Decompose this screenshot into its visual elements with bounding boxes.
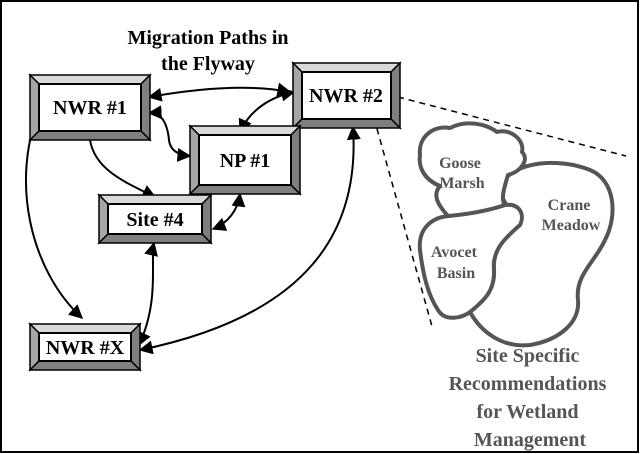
node-nwr1-label: NWR #1	[53, 97, 127, 119]
projection-line-bottom	[373, 117, 434, 331]
node-nwr2	[291, 61, 402, 130]
node-np1	[188, 124, 302, 196]
node-site4-label: Site #4	[126, 209, 183, 231]
box-face	[198, 134, 292, 186]
box-bevel-top	[28, 323, 142, 334]
box-face	[38, 83, 142, 132]
box-bevel-right	[390, 61, 401, 130]
node-nwr1	[28, 73, 152, 142]
node-np1-label: NP #1	[220, 150, 271, 172]
path-np1-site4	[211, 192, 246, 231]
path-nwr2-nwrx	[138, 125, 361, 355]
path-nwr1-site4	[89, 139, 157, 198]
goose-marsh-label: Goose Marsh	[439, 155, 485, 192]
goose-marsh-outline	[417, 121, 527, 218]
box-bevel-left	[29, 73, 40, 142]
node-nwrx-label: NWR #X	[46, 337, 125, 359]
diagram-title-line-1: Migration Paths in	[127, 27, 288, 49]
wetland-map	[417, 121, 615, 348]
diagram-title-line-2: the Flyway	[161, 53, 255, 75]
box-bevel-bottom	[97, 233, 213, 244]
recommendations-caption: Site Specific Recommendations for Wetlan…	[449, 345, 612, 451]
node-nwrx	[28, 322, 142, 372]
node-nwr2-label: NWR #2	[309, 85, 383, 107]
node-site4	[97, 193, 213, 245]
box-bevel-bottom	[28, 130, 152, 141]
box-face	[301, 71, 392, 120]
box-bevel-top	[188, 125, 302, 136]
box-bevel-right	[140, 73, 151, 142]
box-bevel-left	[292, 61, 303, 130]
box-bevel-bottom	[28, 360, 142, 371]
path-nwr1-nwr2	[147, 82, 292, 102]
box-bevel-left	[189, 124, 200, 196]
box-bevel-top	[291, 62, 402, 73]
box-bevel-top	[28, 74, 152, 85]
box-bevel-bottom	[188, 184, 302, 195]
box-bevel-bottom	[291, 118, 402, 129]
box-bevel-top	[97, 194, 213, 205]
box-face	[38, 332, 132, 362]
box-face	[107, 203, 203, 235]
avocet-basin-label: Avocet Basin	[431, 244, 481, 282]
path-nwr1-np1	[147, 105, 192, 162]
path-site4-nwrx	[137, 241, 158, 347]
box-bevel-right	[290, 124, 301, 196]
crane-meadow-label: Crane Meadow	[542, 197, 601, 234]
